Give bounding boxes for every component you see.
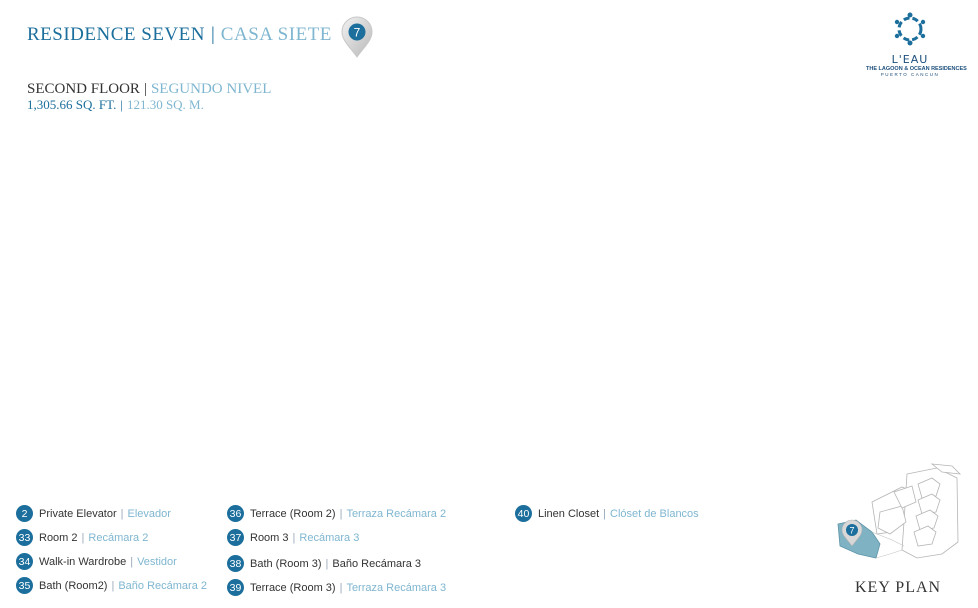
legend-number: 38 bbox=[227, 555, 244, 572]
key-plan-marker-icon: 7 bbox=[841, 519, 863, 547]
floor-area: 1,305.66 SQ. FT.|121.30 SQ. M. bbox=[27, 98, 271, 112]
legend-spanish: Terraza Recámara 2 bbox=[346, 507, 447, 520]
legend-item: 36 Terrace (Room 2)|Terraza Recámara 2 bbox=[227, 505, 446, 522]
legend-spanish: Baño Recámara 3 bbox=[332, 557, 422, 570]
legend-english: Bath (Room 3) bbox=[250, 557, 322, 570]
floor-name-separator: | bbox=[143, 81, 147, 97]
legend-number: 35 bbox=[16, 577, 33, 594]
key-plan-marker-number: 7 bbox=[849, 526, 854, 536]
logo-location: PUERTO CANCUN bbox=[880, 72, 940, 77]
legend-number: 40 bbox=[515, 505, 532, 522]
legend-english: Room 2 bbox=[39, 531, 78, 544]
legend-english: Bath (Room2) bbox=[39, 579, 108, 592]
legend-item: 35 Bath (Room2)|Baño Recámara 2 bbox=[16, 577, 207, 594]
key-plan-label: KEY PLAN bbox=[855, 579, 942, 596]
legend-english: Terrace (Room 3) bbox=[250, 581, 336, 594]
logo-mark-icon bbox=[894, 12, 926, 46]
legend-item: 39 Terrace (Room 3)|Terraza Recámara 3 bbox=[227, 579, 446, 596]
legend-item: 38 Bath (Room 3)|Baño Recámara 3 bbox=[227, 555, 421, 572]
legend-english: Private Elevator bbox=[39, 507, 117, 520]
legend-item: 33 Room 2|Recámara 2 bbox=[16, 529, 148, 546]
legend-number: 33 bbox=[16, 529, 33, 546]
floor-info: SECOND FLOOR|SEGUNDO NIVEL 1,305.66 SQ. … bbox=[27, 81, 271, 112]
residence-pin-icon: 7 bbox=[341, 16, 373, 58]
legend-number: 34 bbox=[16, 553, 33, 570]
floor-name: SECOND FLOOR|SEGUNDO NIVEL bbox=[27, 81, 271, 98]
legend-separator: | bbox=[120, 507, 124, 520]
title-separator: | bbox=[210, 24, 215, 45]
legend-separator: | bbox=[130, 555, 134, 568]
floor-area-separator: | bbox=[120, 97, 123, 112]
legend-separator: | bbox=[339, 581, 343, 594]
legend-separator: | bbox=[325, 557, 329, 570]
legend-item: 37 Room 3|Recámara 3 bbox=[227, 529, 359, 546]
legend-spanish: Recámara 3 bbox=[299, 531, 360, 544]
legend-separator: | bbox=[81, 531, 85, 544]
legend-english: Room 3 bbox=[250, 531, 289, 544]
page-title: RESIDENCE SEVEN | CASA SIETE bbox=[27, 24, 332, 46]
legend-spanish: Recámara 2 bbox=[88, 531, 149, 544]
legend-spanish: Vestidor bbox=[137, 555, 177, 568]
legend-number: 36 bbox=[227, 505, 244, 522]
brand-logo: L'EAU THE LAGOON & OCEAN RESIDENCES PUER… bbox=[866, 12, 967, 82]
legend-separator: | bbox=[603, 507, 607, 520]
legend-spanish: Elevador bbox=[127, 507, 171, 520]
floor-name-english: SECOND FLOOR bbox=[27, 81, 140, 97]
legend-english: Terrace (Room 2) bbox=[250, 507, 336, 520]
legend-spanish: Terraza Recámara 3 bbox=[346, 581, 447, 594]
floor-name-spanish: SEGUNDO NIVEL bbox=[150, 81, 272, 97]
title-spanish: CASA SIETE bbox=[220, 24, 332, 45]
floor-area-feet: 1,305.66 SQ. FT. bbox=[27, 97, 117, 112]
logo-name: L'EAU bbox=[891, 53, 929, 66]
legend-number: 2 bbox=[16, 505, 33, 522]
legend-item: 34 Walk-in Wardrobe|Vestidor bbox=[16, 553, 177, 570]
legend-spanish: Baño Recámara 2 bbox=[118, 579, 208, 592]
key-plan-diagram: 7 bbox=[837, 463, 962, 559]
legend-separator: | bbox=[292, 531, 296, 544]
legend-number: 37 bbox=[227, 529, 244, 546]
legend-english: Walk-in Wardrobe bbox=[39, 555, 127, 568]
floor-area-meters: 121.30 SQ. M. bbox=[126, 97, 204, 112]
legend-item: 40 Linen Closet|Clóset de Blancos bbox=[515, 505, 699, 522]
pin-number: 7 bbox=[354, 26, 361, 40]
legend-spanish: Clóset de Blancos bbox=[610, 507, 699, 520]
legend-separator: | bbox=[339, 507, 343, 520]
logo-subtitle: THE LAGOON & OCEAN RESIDENCES bbox=[866, 66, 967, 72]
legend-separator: | bbox=[111, 579, 115, 592]
legend-item: 2 Private Elevator|Elevador bbox=[16, 505, 171, 522]
legend-number: 39 bbox=[227, 579, 244, 596]
legend-english: Linen Closet bbox=[538, 507, 600, 520]
title-english: RESIDENCE SEVEN bbox=[27, 24, 205, 45]
